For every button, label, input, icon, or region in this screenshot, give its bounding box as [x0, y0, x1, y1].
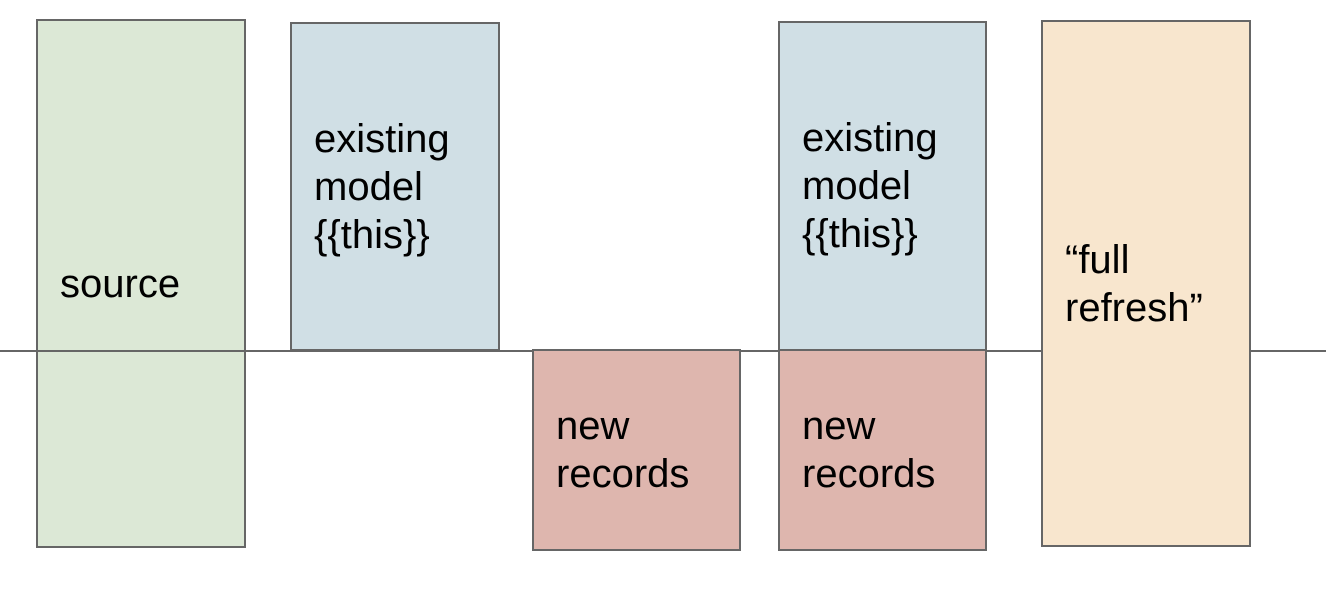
existing-model-box-1: existing model {{this}}	[290, 22, 500, 351]
source-box-label: source	[60, 261, 181, 306]
existing-model-box-2-label: existing model {{this}}	[802, 116, 938, 256]
source-box: source	[36, 19, 246, 548]
new-records-box-1: new records	[532, 349, 741, 551]
full-refresh-box-label: “full refresh”	[1065, 237, 1203, 330]
full-refresh-box: “full refresh”	[1041, 20, 1251, 547]
new-records-box-2: new records	[778, 349, 987, 551]
new-records-box-1-label: new records	[556, 404, 690, 496]
existing-model-box-1-label: existing model {{this}}	[314, 116, 450, 257]
existing-model-box-2: existing model {{this}}	[778, 21, 987, 351]
new-records-box-2-label: new records	[802, 404, 936, 496]
